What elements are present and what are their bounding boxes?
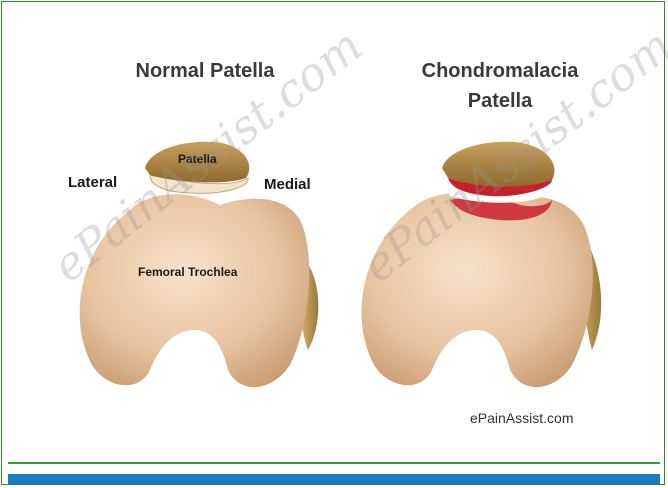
divider-line [8, 462, 660, 464]
bottom-bar [8, 474, 660, 484]
